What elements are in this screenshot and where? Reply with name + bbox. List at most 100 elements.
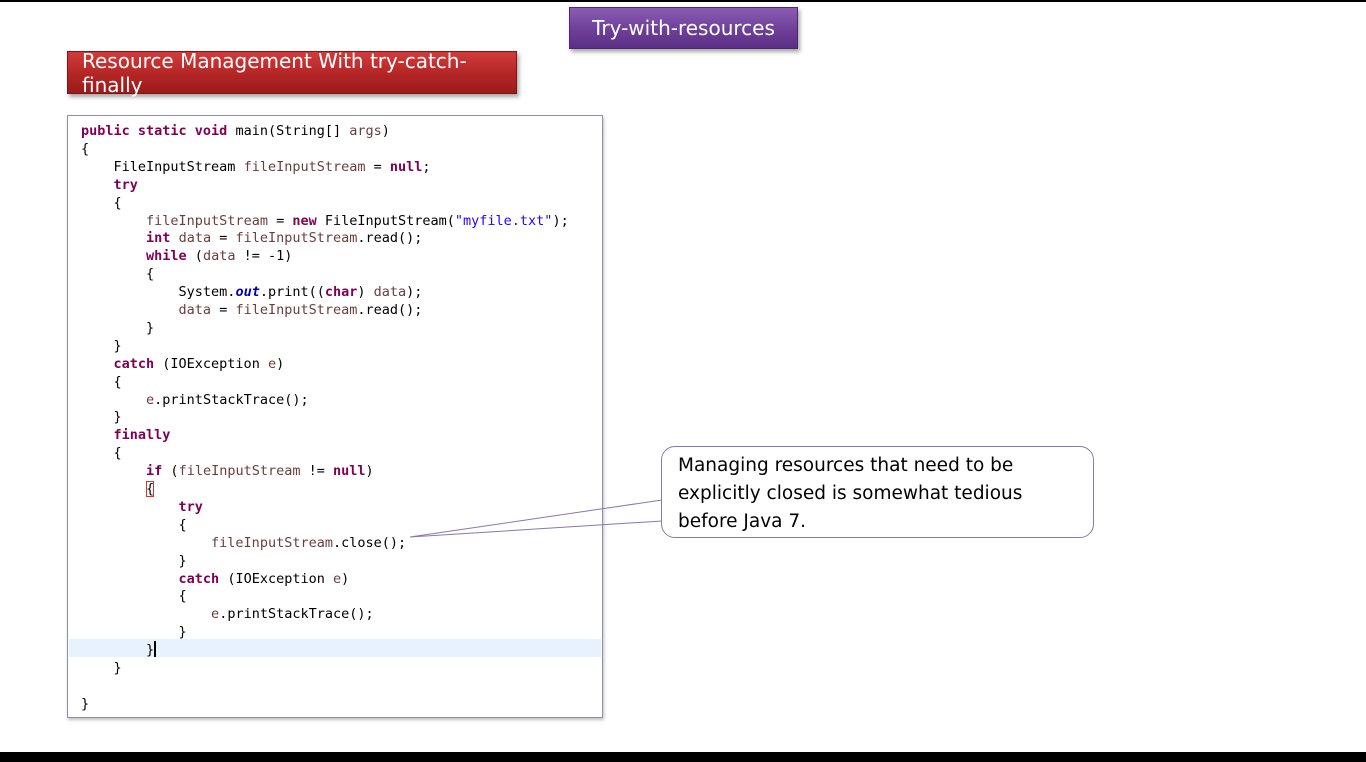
code-token: fileInputStream — [178, 463, 301, 480]
code-line: } — [81, 695, 89, 713]
code-line: catch (IOException e) — [81, 570, 350, 588]
code-token: (IOException — [154, 355, 268, 372]
callout-note: Managing resources that need to be expli… — [661, 446, 1094, 538]
code-token: null — [333, 463, 366, 480]
code-token: { — [81, 140, 90, 157]
code-token: if — [146, 463, 163, 480]
code-token: } — [81, 660, 122, 676]
code-token: catch — [178, 570, 220, 587]
code-line: try — [81, 498, 203, 516]
top-rule — [0, 0, 1366, 2]
code-token: } — [81, 642, 155, 659]
code-token: ) — [276, 355, 285, 372]
code-token: char — [324, 284, 358, 301]
bottom-bar — [0, 752, 1366, 762]
code-token: data — [178, 302, 212, 318]
code-token: } — [81, 319, 155, 336]
code-line: FileInputStream fileInputStream = null; — [81, 158, 431, 176]
code-token: fileInputStream — [243, 158, 366, 175]
code-token: { — [81, 516, 187, 533]
code-line: int data = fileInputStream.read(); — [81, 229, 422, 247]
code-line: } — [81, 552, 187, 570]
code-line: e.printStackTrace(); — [81, 605, 374, 623]
code-token: "myfile.txt" — [454, 212, 553, 229]
code-token: { — [81, 588, 187, 605]
code-token: .read(); — [357, 302, 423, 318]
code-line: finally — [81, 426, 171, 444]
code-token: ) — [357, 284, 374, 301]
code-token: { — [146, 481, 155, 497]
code-token: ); — [406, 284, 423, 301]
code-token: fileInputStream — [235, 302, 358, 318]
code-token: new — [292, 212, 317, 229]
code-token: ) — [381, 123, 390, 139]
code-token: .printStackTrace(); — [219, 606, 374, 623]
code-line: { — [81, 373, 122, 391]
code-token: { — [81, 445, 122, 462]
code-token: try — [113, 176, 138, 193]
code-line: data = fileInputStream.read(); — [81, 301, 423, 319]
code-line: e.printStackTrace(); — [81, 391, 309, 409]
code-token: ( — [186, 248, 203, 265]
code-token: { — [81, 194, 122, 211]
code-token: { — [81, 373, 122, 390]
code-line: { — [81, 480, 155, 498]
code-token: data — [202, 248, 236, 265]
code-token: catch — [113, 355, 155, 372]
code-line: } — [81, 641, 157, 659]
code-token: ) — [365, 463, 374, 480]
code-token: } — [81, 552, 187, 569]
code-line: { — [81, 194, 122, 212]
code-token: != — [300, 463, 333, 480]
code-token: FileInputStream( — [316, 212, 455, 229]
code-token: fileInputStream — [235, 230, 358, 247]
code-token: } — [81, 695, 90, 712]
code-token: = — [267, 212, 293, 229]
code-line: } — [81, 337, 122, 355]
text-caret — [154, 641, 157, 658]
code-token: .close(); — [332, 534, 407, 551]
code-token: e — [267, 355, 277, 372]
code-line: } — [81, 623, 187, 641]
code-line: { — [81, 140, 89, 158]
code-token: int — [146, 230, 171, 247]
code-token: } — [81, 624, 187, 641]
code-line: fileInputStream.close(); — [81, 534, 406, 552]
code-line: while (data != -1) — [81, 247, 292, 265]
callout-text: Managing resources that need to be expli… — [678, 455, 1023, 532]
code-editor-panel[interactable]: public static void main(String[] args){ … — [67, 115, 603, 718]
code-token: (IOException — [219, 570, 333, 587]
code-line: { — [81, 516, 187, 534]
code-line: fileInputStream = new FileInputStream("m… — [81, 212, 569, 230]
code-token: } — [81, 337, 122, 354]
code-line: try — [81, 176, 138, 194]
code-line: catch (IOException e) — [81, 355, 285, 373]
code-line: { — [81, 265, 154, 283]
code-token: ( — [162, 463, 179, 480]
code-line: } — [81, 408, 122, 426]
code-token: data — [373, 284, 407, 301]
code-token: = — [211, 230, 236, 247]
code-token: .printStackTrace(); — [154, 391, 309, 408]
code-token: main(String[] — [227, 123, 350, 139]
code-token: } — [81, 409, 122, 426]
code-token: != -1) — [235, 248, 293, 265]
code-token: finally — [113, 427, 171, 444]
code-line: { — [81, 444, 122, 462]
code-token: = — [365, 158, 390, 175]
code-token: ) — [341, 570, 350, 587]
code-token: { — [81, 266, 155, 283]
code-token: ; — [422, 158, 431, 175]
section-title: Resource Management With try-catch-final… — [67, 49, 517, 97]
code-token: System. — [81, 284, 236, 301]
code-token: e — [332, 570, 342, 587]
code-token: FileInputStream — [81, 158, 244, 175]
code-line: { — [81, 587, 187, 605]
code-token: e — [211, 606, 220, 623]
code-line: System.out.print((char) data); — [81, 283, 423, 301]
code-token: args — [349, 123, 382, 139]
code-token: .read(); — [357, 230, 423, 247]
code-token: ); — [552, 212, 569, 229]
code-line: public static void main(String[] args) — [81, 122, 390, 140]
